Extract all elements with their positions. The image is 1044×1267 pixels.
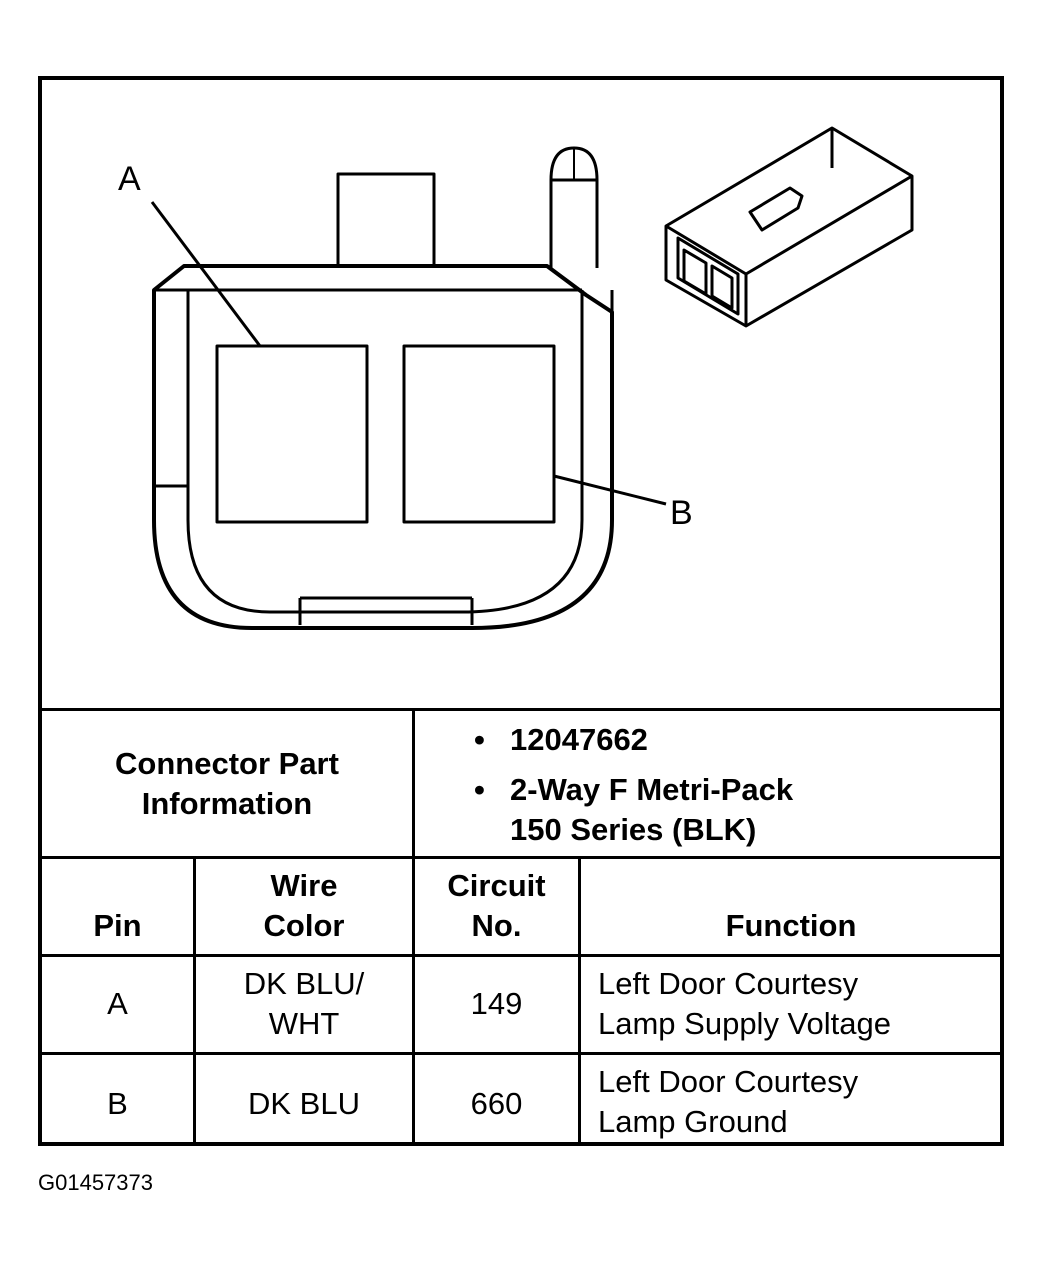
part-number-bullet: •: [474, 722, 485, 757]
table-top-rule: [42, 708, 1000, 711]
row-b-function: Left Door Courtesy Lamp Ground: [598, 1064, 859, 1139]
row-a-circuit: 149: [470, 986, 523, 1021]
row-a-pin: A: [107, 986, 128, 1021]
connector-description: 2-Way F Metri-Pack 150 Series (BLK): [510, 772, 794, 847]
connector-info-label: Connector Part Information: [115, 746, 339, 821]
figure-id: G01457373: [38, 1170, 153, 1195]
connector-diagram: A B: [118, 126, 914, 630]
terminal-cavity-b: [402, 344, 556, 524]
connector-housing-outer: [152, 264, 614, 630]
figure-frame: A B Connector Part Information • 1204766…: [38, 76, 1004, 1146]
row-b-wire-color: DK BLU: [248, 1086, 360, 1121]
description-bullet: •: [474, 772, 485, 807]
connector-isometric-view: [664, 126, 914, 328]
terminal-cavity-a: [215, 344, 369, 524]
header-circuit-no: Circuit No.: [447, 868, 546, 943]
row-a-wire-color: DK BLU/ WHT: [243, 966, 365, 1041]
row-b-pin: B: [107, 1086, 128, 1121]
col-wire-divider: [412, 856, 415, 1142]
info-bottom-rule: [42, 856, 1000, 859]
connector-bottom-notch: [298, 596, 474, 625]
part-number: 12047662: [510, 722, 648, 757]
row-b-circuit: 660: [470, 1086, 523, 1121]
callout-a-leader: [150, 201, 262, 347]
header-wire-color: Wire Color: [263, 868, 345, 943]
col-circuit-divider: [578, 856, 581, 1142]
connector-housing-inner: [186, 290, 584, 614]
callout-b-label: B: [670, 494, 693, 532]
callout-b-leader: [553, 474, 667, 506]
header-bottom-rule: [42, 954, 1000, 957]
col-pin-divider: [193, 856, 196, 1142]
connector-latch-tab: [336, 172, 436, 268]
header-function: Function: [725, 908, 857, 943]
callout-a-label: A: [118, 160, 141, 198]
info-divider: [412, 708, 415, 856]
row-a-bottom-rule: [42, 1052, 1000, 1055]
header-pin: Pin: [93, 908, 142, 943]
row-a-function: Left Door Courtesy Lamp Supply Voltage: [598, 966, 891, 1041]
